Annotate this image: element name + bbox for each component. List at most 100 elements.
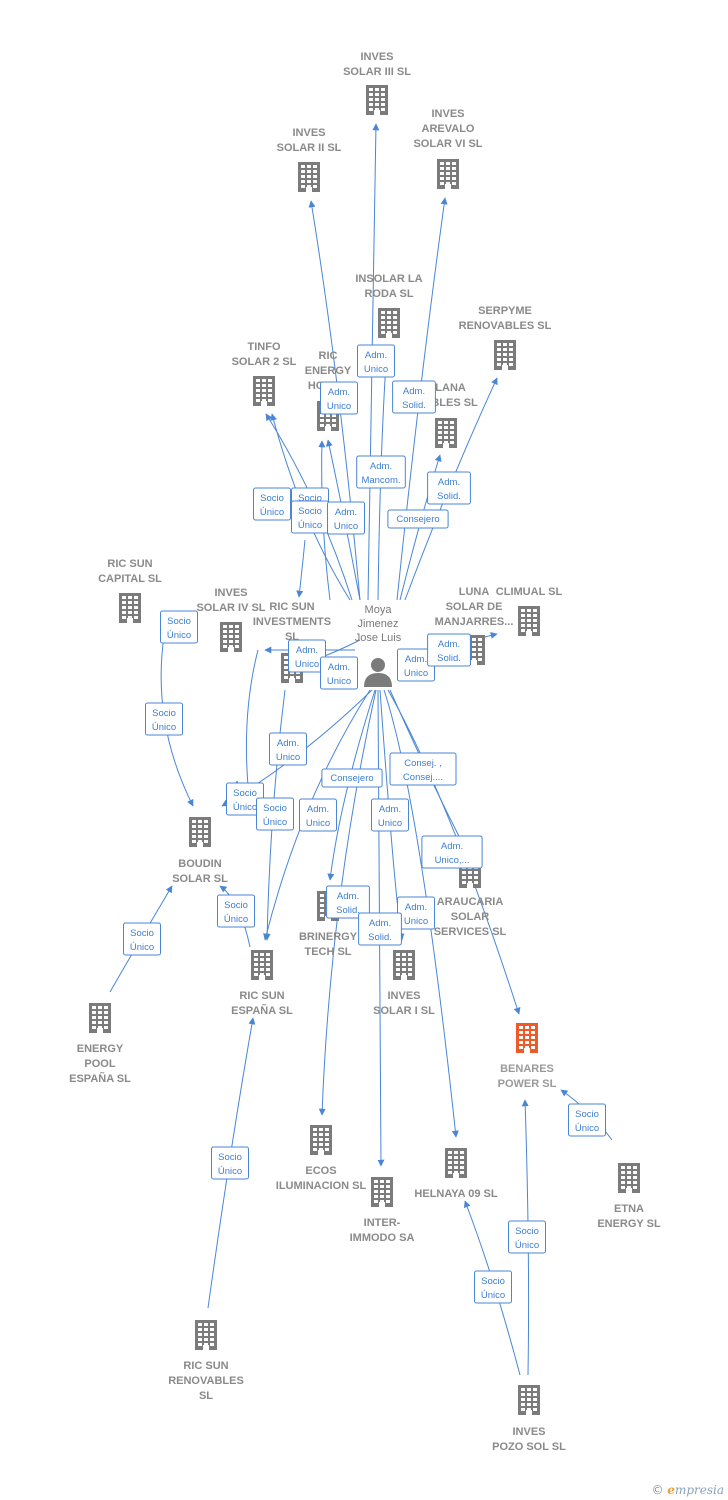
- company-name-line: TECH SL: [304, 946, 351, 958]
- role-badge-text: Adm.: [369, 918, 391, 929]
- company-node-climual[interactable]: CLIMUAL SL: [496, 586, 563, 636]
- role-badge-text: Socio: [260, 493, 284, 504]
- role-badge-text: Unico: [327, 676, 351, 687]
- company-name-line: SOLAR IV SL: [196, 602, 265, 614]
- brand-initial: e: [667, 1483, 675, 1497]
- company-name-line: RIC SUN: [183, 1360, 228, 1372]
- role-badge-text: Único: [263, 817, 287, 828]
- role-badge-text: Adm.: [370, 461, 392, 472]
- role-badge-text: Unico: [404, 916, 428, 927]
- role-badge[interactable]: Adm.Solid.: [358, 912, 402, 946]
- role-badge[interactable]: Adm.Unico,...: [421, 835, 483, 869]
- company-name-line: RIC SUN: [269, 601, 314, 613]
- role-badge[interactable]: Adm.Unico: [320, 656, 358, 690]
- company-name-line: SERVICES SL: [434, 926, 507, 938]
- brand-name: mpresia: [674, 1483, 724, 1497]
- role-badge[interactable]: Adm.Unico: [371, 798, 409, 832]
- role-badge[interactable]: Adm.Solid.: [392, 380, 436, 414]
- company-node-ricsunren[interactable]: RIC SUN RENOVABLES SL: [168, 1320, 244, 1402]
- role-badge-text: Socio: [167, 616, 191, 627]
- role-badge[interactable]: Adm.Unico: [397, 648, 435, 682]
- role-badge-text: Socio: [233, 788, 257, 799]
- role-badge[interactable]: Consej. ,Consej....: [389, 752, 457, 786]
- company-name-line: IMMODO SA: [350, 1232, 415, 1244]
- role-badge[interactable]: Adm.Unico: [299, 798, 337, 832]
- role-badge-text: Consej....: [403, 772, 443, 783]
- role-badge-text: Único: [298, 520, 322, 531]
- company-name-line: SL: [199, 1390, 213, 1402]
- role-badge[interactable]: Adm.Solid.: [326, 885, 370, 919]
- company-name-line: ECOS: [305, 1165, 336, 1177]
- company-name-line: RIC SUN: [107, 558, 152, 570]
- role-badge-text: Único: [152, 722, 176, 733]
- company-name-line: SOLAR SL: [172, 873, 228, 885]
- company-name-line: ARAUCARIA: [437, 896, 504, 908]
- role-badge[interactable]: Adm.Unico: [320, 381, 358, 415]
- building-icon: [195, 1320, 217, 1350]
- company-name-line: SOLAR I SL: [373, 1005, 435, 1017]
- role-badge[interactable]: Adm.Unico: [397, 896, 435, 930]
- role-badge-text: Único: [224, 914, 248, 925]
- company-name-line: SOLAR DE: [446, 601, 503, 613]
- role-badge-text: Unico: [334, 521, 358, 532]
- company-node-lana[interactable]: ...LANA...ABLES SL: [414, 382, 478, 448]
- role-badge[interactable]: Adm.Unico: [327, 501, 365, 535]
- role-badge[interactable]: Adm.Unico: [269, 732, 307, 766]
- role-badge-text: Único: [167, 630, 191, 641]
- company-node-helnaya[interactable]: HELNAYA 09 SL: [414, 1148, 498, 1200]
- role-badge-text: Adm.: [328, 387, 350, 398]
- company-name-line: ENERGY: [77, 1043, 124, 1055]
- relationship-edge-18: [327, 689, 376, 881]
- role-badge[interactable]: Adm.Solid.: [427, 633, 471, 667]
- role-badge-text: Solid.: [437, 491, 461, 502]
- role-badge-text: Unico: [364, 364, 388, 375]
- role-badge-text: Socio: [224, 900, 248, 911]
- role-badge[interactable]: Adm.Unico: [288, 639, 326, 673]
- role-badge[interactable]: Consejero: [387, 509, 449, 529]
- role-badge[interactable]: Adm.Mancom.: [356, 455, 406, 489]
- building-icon: [445, 1148, 467, 1178]
- role-badge[interactable]: Consejero: [321, 768, 383, 788]
- role-badge-text: Adm.: [438, 477, 460, 488]
- company-node-inter[interactable]: INTER-IMMODO SA: [350, 1177, 415, 1244]
- brand-footer[interactable]: © empresia: [651, 1483, 724, 1497]
- role-badge-text: Socio: [298, 506, 322, 517]
- company-name-line: RENOVABLES: [168, 1375, 244, 1387]
- role-badge[interactable]: Adm. Solid.: [427, 471, 471, 505]
- role-badge[interactable]: Adm.Unico: [357, 344, 395, 378]
- role-badge-text: Unico: [378, 818, 402, 829]
